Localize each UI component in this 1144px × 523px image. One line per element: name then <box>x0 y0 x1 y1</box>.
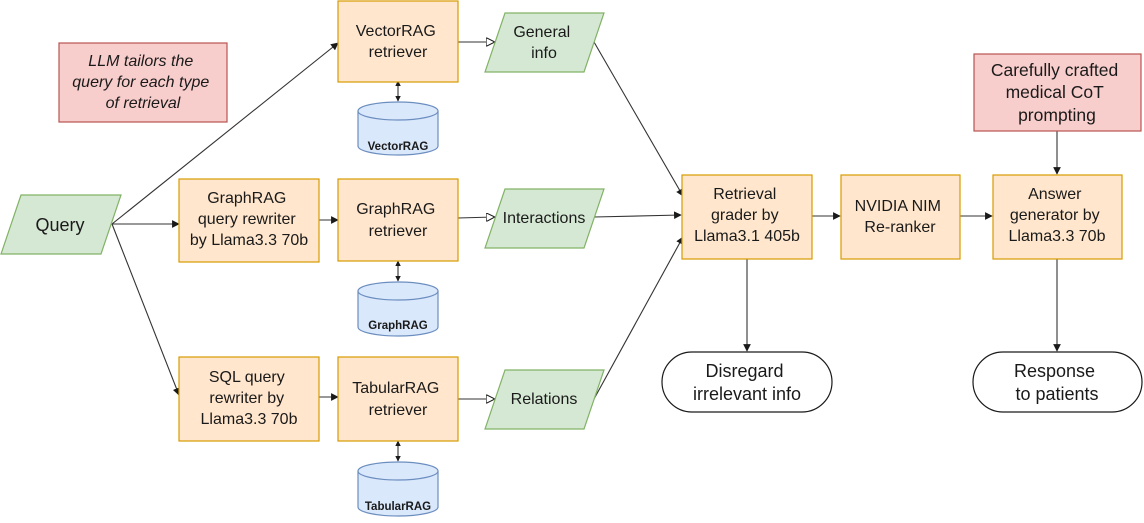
svg-text:LLM tailors the query fo: LLM tailors the query for each type of r… <box>72 53 213 112</box>
db-vector: VectorRAG <box>357 101 439 156</box>
reranker-line-1: NVIDIA NIM <box>855 198 941 215</box>
edges <box>111 41 1061 462</box>
response-line-2: to patients <box>1015 384 1098 404</box>
grader-line-3: Llama3.1 405b <box>694 228 800 245</box>
sql-rewriter-line-3: Llama3.3 70b <box>201 411 298 428</box>
answer-generator-node: Answer generator by Llama3.3 70b <box>992 174 1123 260</box>
answer-line-2: generator by <box>1010 207 1100 224</box>
tabular-retriever-line-1: TabularRAG <box>352 380 439 397</box>
sql-rewriter-line-2: rewriter by <box>209 390 284 407</box>
svg-text:NVIDIA NIM Re-ranker: NVIDIA NIM Re-ranker <box>855 198 946 236</box>
note-line-2: query for each type <box>72 74 209 91</box>
edge-query-sql-rewriter <box>111 223 181 396</box>
vector-retriever-line-1: VectorRAG <box>356 23 436 40</box>
svg-text:SQL query rewriter by: SQL query rewriter by Llama3.3 70b <box>201 369 298 428</box>
cot-line-2: medical CoT <box>1006 82 1105 102</box>
reranker-node: NVIDIA NIM Re-ranker <box>840 174 961 260</box>
grader-line-2: grader by <box>711 207 779 224</box>
graph-rewriter-line-2: query rewriter <box>198 211 296 228</box>
db-vector-label: VectorRAG <box>368 141 429 153</box>
graph-rewriter-line-1: GraphRAG <box>207 190 286 207</box>
tabular-retriever-line-2: retriever <box>369 402 428 419</box>
disregard-line-2: irrelevant info <box>693 384 801 404</box>
query-node: Query <box>0 194 122 255</box>
interactions-node: Interactions <box>484 188 605 249</box>
graph-rewriter-node: GraphRAG query rewriter by Llama3.3 70b <box>178 178 320 263</box>
general-info-line-1: General <box>513 24 570 41</box>
svg-text:GraphRAG query rewriter: GraphRAG query rewriter by Llama3.3 70b <box>190 190 308 249</box>
reranker-line-2: Re-ranker <box>864 219 936 236</box>
general-info-node: General info <box>484 12 605 73</box>
note-line-3: of retrieval <box>106 95 181 112</box>
grader-line-1: Retrieval <box>713 186 776 203</box>
disregard-terminal: Disregard irrelevant info <box>661 351 833 413</box>
response-terminal: Response to patients <box>972 351 1143 413</box>
note-llm-tailors: LLM tailors the query for each type of r… <box>58 42 228 123</box>
answer-line-1: Answer <box>1028 186 1082 203</box>
svg-text:Answer generator by: Answer generator by Llama3.3 70b <box>1009 186 1106 245</box>
vector-retriever-line-2: retriever <box>369 44 428 61</box>
note-line-1: LLM tailors the <box>88 53 193 70</box>
cot-note-node: Carefully crafted medical CoT prompting <box>973 53 1142 132</box>
svg-text:Carefully crafted medica: Carefully crafted medical CoT prompting <box>991 60 1123 125</box>
db-graph-label: GraphRAG <box>368 320 427 332</box>
svg-text:Disregard irrelevant inf: Disregard irrelevant info <box>693 361 801 404</box>
response-line-1: Response <box>1014 361 1095 381</box>
vector-retriever-node: VectorRAG retriever <box>337 0 459 83</box>
svg-text:Retrieval grader by: Retrieval grader by Llama3.1 405b <box>694 186 800 245</box>
answer-line-3: Llama3.3 70b <box>1009 228 1106 245</box>
svg-text:GraphRAG retriever: GraphRAG retriever <box>356 201 440 240</box>
relations-node: Relations <box>484 369 605 430</box>
db-tabular-label: TabularRAG <box>365 501 431 513</box>
svg-text:VectorRAG retriever: VectorRAG retriever <box>356 23 440 61</box>
graph-rewriter-line-3: by Llama3.3 70b <box>190 232 308 249</box>
edge-graph-interactions <box>457 217 494 218</box>
relations-label: Relations <box>511 391 578 408</box>
edge-query-vector <box>111 42 339 225</box>
grader-node: Retrieval grader by Llama3.1 405b <box>681 174 813 260</box>
graph-retriever-node: GraphRAG retriever <box>337 178 459 262</box>
disregard-line-1: Disregard <box>705 361 783 381</box>
svg-text:General info: General info <box>513 24 574 62</box>
edge-general-grader <box>593 41 684 197</box>
sql-rewriter-node: SQL query rewriter by Llama3.3 70b <box>178 356 320 442</box>
cot-line-3: prompting <box>1018 105 1096 125</box>
sql-rewriter-line-1: SQL query <box>209 369 285 386</box>
general-info-line-2: info <box>531 45 557 62</box>
interactions-label: Interactions <box>503 210 586 227</box>
svg-text:Response to patients: Response to patients <box>1014 361 1100 404</box>
tabular-retriever-node: TabularRAG retriever <box>337 356 459 442</box>
query-label: Query <box>35 215 84 235</box>
edge-interactions-grader <box>593 211 682 220</box>
edge-relations-grader <box>593 236 684 400</box>
svg-text:TabularRAG retriever: TabularRAG retriever <box>352 380 444 419</box>
graph-retriever-line-2: retriever <box>369 223 428 240</box>
cot-line-1: Carefully crafted <box>991 60 1118 80</box>
graph-retriever-line-1: GraphRAG <box>356 201 435 218</box>
db-graph: GraphRAG <box>357 281 439 337</box>
db-tabular: TabularRAG <box>357 461 439 517</box>
